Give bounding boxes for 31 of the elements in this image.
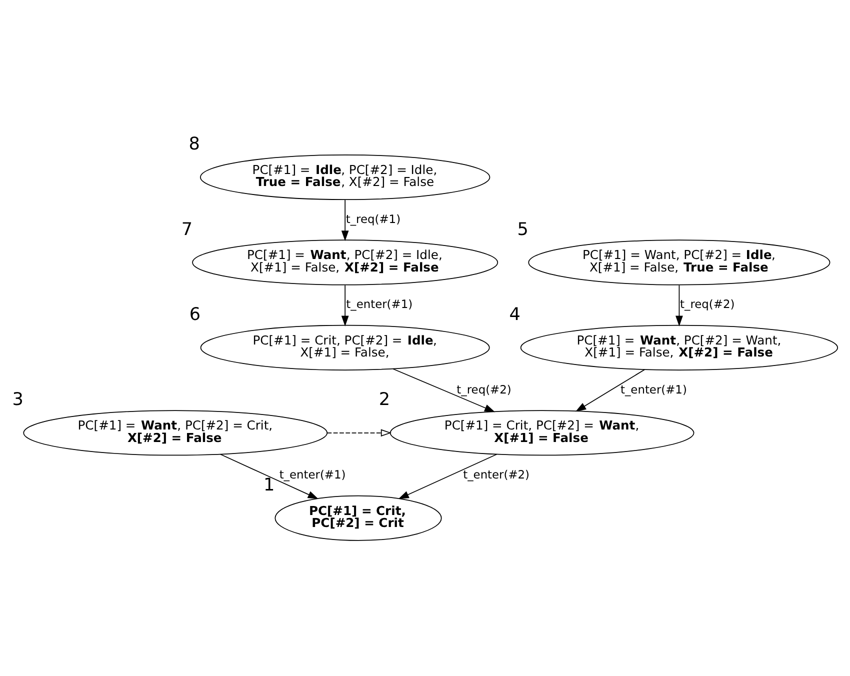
node-label: 2 (378, 390, 390, 410)
node-ellipse: PC[#1] = Crit, PC[#2] = Crit (274, 495, 442, 541)
edge-label: t_req(#2) (680, 297, 735, 312)
node-label: 5 (517, 220, 528, 240)
node-ellipse: PC[#1] = Want, PC[#2] = Idle, X[#1] = False, True = False (528, 240, 830, 286)
arrow (326, 429, 392, 437)
edge-label: t_enter(#1) (346, 297, 413, 312)
arrow (676, 284, 683, 326)
edge-label: t_enter(#2) (463, 467, 530, 482)
node-label: 6 (189, 305, 201, 326)
arrow (392, 368, 496, 412)
node-label: 8 (188, 134, 200, 155)
arrow (576, 369, 646, 412)
node-ellipse: PC[#1] = Idle, PC[#2] = Idle, True = False, X[#2] = False (200, 154, 490, 200)
node-label: 3 (12, 390, 24, 410)
edge-label: t_enter(#1) (620, 382, 687, 396)
edge-label: t_req(#1) (346, 212, 401, 226)
node-ellipse: PC[#1] = Want, PC[#2] = Idle, X[#1] = False, X[#2] = False (192, 240, 498, 286)
node-ellipse: PC[#1] = Want, PC[#2] = Want, X[#1] = False, X[#2] = False (520, 324, 838, 370)
edge-label: t_enter(#1) (279, 467, 346, 482)
edge-label: t_req(#2) (456, 382, 512, 396)
arrow (398, 454, 498, 500)
node-ellipse: PC[#1] = Crit, PC[#2] = Want, X[#1] = False (390, 410, 694, 456)
node-label: 1 (264, 475, 275, 496)
node-label: 4 (509, 305, 520, 326)
node-ellipse: PC[#1] = Crit, PC[#2] = Idle, X[#1] = False, (200, 324, 490, 370)
arrow (341, 284, 349, 326)
arrow (341, 200, 349, 242)
node-ellipse: PC[#1] = Want, PC[#2] = Crit, X[#2] = False (23, 410, 328, 456)
node-label: 7 (181, 220, 193, 240)
arrow (220, 454, 318, 500)
